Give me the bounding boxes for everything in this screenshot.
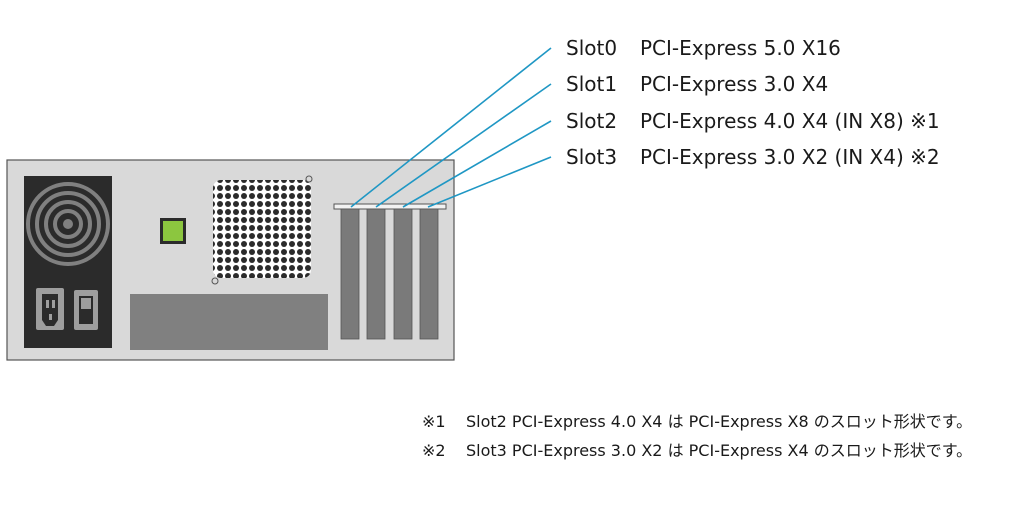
footnote-mark: ※2 xyxy=(422,441,446,460)
footnote-text: Slot3 PCI-Express 3.0 X2 は PCI-Express X… xyxy=(466,441,973,460)
expansion-slot-0 xyxy=(340,208,360,340)
power-switch-icon xyxy=(74,290,98,330)
slot-name: Slot0 xyxy=(566,36,618,60)
leader-line-slot0 xyxy=(350,47,552,208)
lower-vent-panel xyxy=(130,294,328,350)
slot-description: PCI-Express 5.0 X16 xyxy=(640,36,841,60)
power-inlet-icon xyxy=(36,288,64,330)
slot-bracket xyxy=(333,203,447,210)
slot-description: PCI-Express 4.0 X4 (IN X8) ※1 xyxy=(640,109,940,133)
slot-name: Slot1 xyxy=(566,72,618,96)
vent-grille-icon xyxy=(211,175,313,285)
expansion-slot-2 xyxy=(393,208,413,340)
leader-line-slot3 xyxy=(427,156,552,208)
slot-name: Slot3 xyxy=(566,145,618,169)
leader-line-slot2 xyxy=(402,120,552,208)
slot-description: PCI-Express 3.0 X2 (IN X4) ※2 xyxy=(640,145,940,169)
power-supply-unit xyxy=(24,176,112,348)
expansion-slot-1 xyxy=(366,208,386,340)
leader-line-slot1 xyxy=(375,83,552,208)
expansion-slot-3 xyxy=(419,208,439,340)
footnote-mark: ※1 xyxy=(422,412,446,431)
fan-grille-icon xyxy=(26,182,110,266)
power-led-icon xyxy=(160,218,186,244)
footnote-text: Slot2 PCI-Express 4.0 X4 は PCI-Express X… xyxy=(466,412,973,431)
slot-description: PCI-Express 3.0 X4 xyxy=(640,72,829,96)
slot-name: Slot2 xyxy=(566,109,618,133)
